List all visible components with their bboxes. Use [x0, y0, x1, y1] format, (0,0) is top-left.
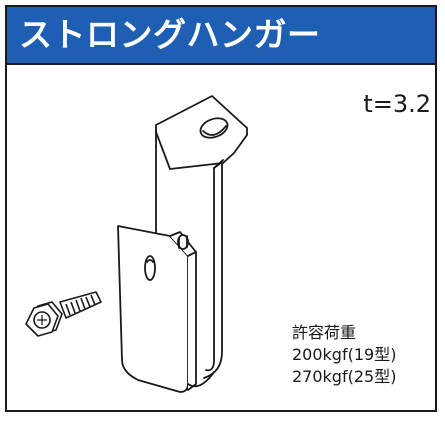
- load-value-19: 200kgf(19型): [292, 345, 397, 364]
- allowable-load: 許容荷重 200kgf(19型) 270kgf(25型): [292, 322, 396, 388]
- top-flange: [155, 95, 248, 170]
- front-plate: [117, 225, 215, 393]
- load-label: 許容荷重: [292, 323, 357, 342]
- header-bar: ストロングハンガー: [7, 7, 435, 65]
- nut-icon: [177, 234, 189, 250]
- page-title: ストロングハンガー: [19, 15, 321, 54]
- load-value-25: 270kgf(25型): [292, 367, 397, 386]
- bolt-icon: [25, 291, 102, 337]
- product-card: ストロングハンガー: [5, 5, 437, 412]
- thickness-spec: t=3.2: [363, 90, 431, 118]
